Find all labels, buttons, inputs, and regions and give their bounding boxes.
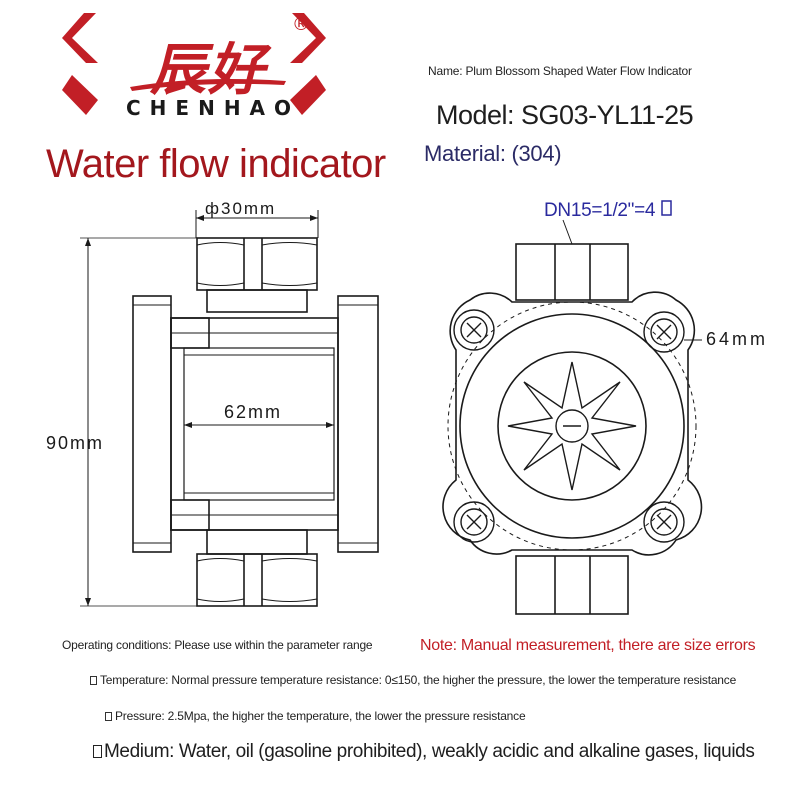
pressure-text: Pressure: 2.5Mpa, the higher the tempera… — [115, 709, 526, 723]
chenhao-logo — [62, 13, 326, 115]
bolt-bottom-right — [643, 501, 685, 543]
dim-height-label: 90mm — [46, 433, 104, 453]
measurement-note: Note: Manual measurement, there are size… — [420, 637, 756, 654]
dim-flange-label: 64mm — [706, 329, 768, 349]
temperature-note: Temperature: Normal pressure temperature… — [90, 673, 736, 687]
logo-right-bracket-shape — [290, 13, 326, 63]
left-flange-shape — [132, 295, 172, 553]
right-flange-shape — [337, 295, 379, 553]
body-shape — [170, 317, 339, 531]
pressure-note: Pressure: 2.5Mpa, the higher the tempera… — [105, 709, 526, 723]
dim-top-label: ф30mm — [205, 199, 276, 218]
bolt-top-left — [453, 309, 495, 351]
brand-chinese-name: 辰好 — [150, 38, 266, 103]
page-title: Water flow indicator — [46, 142, 386, 186]
product-model: Model: SG03-YL11-25 — [436, 100, 694, 130]
logo-swoosh-shape — [130, 79, 286, 91]
missing-glyph-box — [661, 200, 672, 216]
side-top-nut-shape — [515, 243, 629, 301]
bullet-icon — [105, 712, 112, 721]
impeller-shape — [507, 361, 637, 491]
operating-conditions: Operating conditions: Please use within … — [62, 638, 373, 652]
medium-text: Medium: Water, oil (gasoline prohibited)… — [104, 741, 755, 762]
logo-left-bracket-shape — [62, 13, 98, 63]
dim-width-label: 62mm — [224, 402, 282, 422]
bottom-nut-shape — [196, 553, 318, 607]
side-bottom-nut-shape — [515, 555, 629, 615]
brand-english-name: CHENHAO — [126, 96, 301, 120]
bullet-icon — [93, 745, 102, 758]
product-name: Name: Plum Blossom Shaped Water Flow Ind… — [428, 64, 692, 78]
registered-trademark: ® — [292, 14, 310, 35]
logo-left-bracket-lower-shape — [62, 75, 98, 115]
side-view-drawing: DN15=1/2"=4 64mm — [442, 200, 768, 615]
medium-note: Medium: Water, oil (gasoline prohibited)… — [93, 741, 755, 763]
logo-right-bracket-lower-shape — [290, 75, 326, 115]
sight-glass-shape — [183, 347, 335, 501]
bullet-icon — [90, 676, 97, 685]
body-outer-circle — [459, 313, 685, 539]
dim-connection-label: DN15=1/2"=4 — [544, 200, 656, 221]
front-view-drawing: ф30mm 62mm 90mm — [46, 199, 379, 607]
product-material: Material: (304) — [424, 141, 562, 166]
temperature-text: Temperature: Normal pressure temperature… — [100, 673, 737, 687]
bolt-bottom-left — [453, 501, 495, 543]
bolt-top-right — [643, 311, 685, 353]
plum-flange-shape — [442, 291, 703, 556]
top-nut-shape — [196, 237, 318, 291]
